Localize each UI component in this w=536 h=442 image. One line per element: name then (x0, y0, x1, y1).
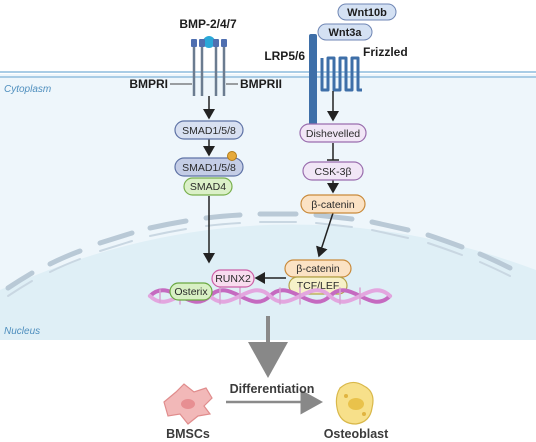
wnt10b-node (337, 3, 397, 21)
plasma-membrane (0, 71, 536, 78)
bmsc-label: BMSCs (166, 427, 210, 441)
smad4-node (183, 177, 233, 196)
smad4-label: SMAD4 (190, 181, 226, 193)
nuclear-envelope-inner (7, 221, 511, 297)
dishevelled-node (299, 123, 367, 143)
lrp-receptor-icon (309, 34, 317, 126)
bmpr1-label: BMPRI (129, 77, 168, 91)
phosphate-icon (227, 151, 237, 161)
lrp-label: LRP5/6 (264, 49, 305, 63)
catenin-nuc-label: β-catenin (296, 263, 340, 275)
catenin-cyto-label: β-catenin (311, 199, 355, 211)
bmsc-cell-icon (163, 383, 213, 425)
bmp-ligand-label: BMP-2/4/7 (179, 17, 237, 31)
wnt3a-node (317, 23, 373, 41)
osteoblast-label: Osteoblast (324, 427, 389, 441)
smad158-label: SMAD1/5/8 (182, 125, 236, 137)
differentiation-label: Differentiation (230, 382, 315, 396)
smad158-node (174, 120, 244, 140)
bmp-ligand-icon (203, 36, 215, 48)
smad158-phospho-node (174, 157, 244, 177)
gsk3b-node (302, 161, 364, 181)
cytoplasm-label: Cytoplasm (4, 84, 51, 95)
frizzled-label: Frizzled (363, 45, 408, 59)
dishevelled-label: Dishevelled (306, 128, 360, 140)
catenin-cyto-node (300, 194, 366, 214)
inhibition-dishevelled-gsk3b (327, 143, 339, 161)
wnt3a-label: Wnt3a (329, 27, 363, 39)
runx2-node (211, 269, 255, 288)
osterix-label: Osterix (174, 286, 208, 298)
osterix-node (169, 282, 213, 301)
nucleus-region (0, 224, 536, 340)
tcf-lef-label: TCF/LEF (297, 280, 340, 292)
nuclear-envelope (5, 211, 513, 291)
tcf-lef-node (288, 276, 348, 295)
nucleus-label: Nucleus (4, 326, 40, 337)
arrow-catenin-nucleus (316, 212, 334, 258)
wnt10b-label: Wnt10b (347, 7, 387, 19)
smad158-phospho-label: SMAD1/5/8 (182, 162, 236, 174)
bmp-receptor-icon (191, 39, 227, 96)
bmpr2-label: BMPRII (240, 77, 282, 91)
osteoblast-cell-icon (335, 381, 374, 425)
gsk3b-label: CSK-3β (315, 166, 352, 178)
runx2-label: RUNX2 (215, 273, 251, 285)
frizzled-receptor-icon (320, 56, 362, 92)
